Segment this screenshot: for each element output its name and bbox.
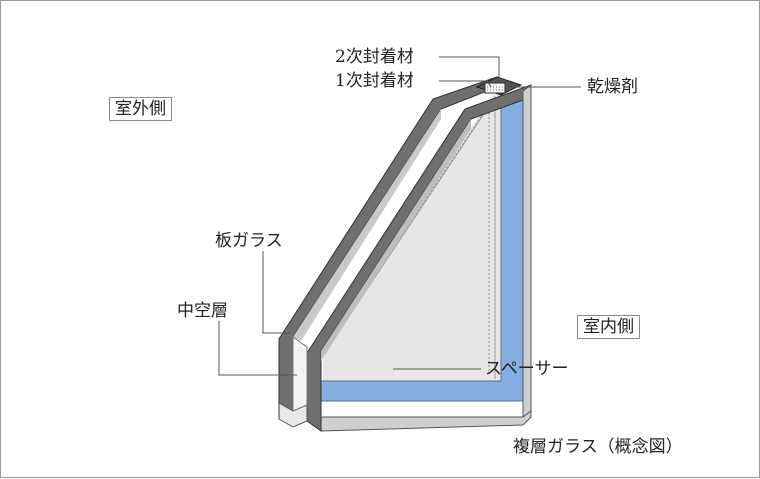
desiccant-label: 乾燥剤 [587,77,638,97]
outdoor-side-label: 室外側 [109,97,172,121]
air-gap-edge [292,336,308,412]
spacer-label: スペーサー [485,359,569,379]
back-glass-face-strip [321,119,471,361]
desiccant-block [484,82,506,94]
leader-primary-sealant [439,80,492,88]
secondary-sealant-label: 2次封着材 [335,47,414,67]
air-layer-face [323,95,523,399]
primary-sealant-label: 1次封着材 [335,71,414,91]
leader-glass-sheet [262,251,291,334]
indoor-side-label: 室内側 [577,315,640,339]
diagram-title: 複層ガラス（概念図） [513,437,683,457]
back-glass-bottom [320,410,532,432]
leader-secondary-sealant [439,56,500,79]
leader-air-layer [218,321,297,376]
air-layer-label: 中空層 [177,301,228,321]
front-glass-face [293,109,441,341]
glass-sheet-label: 板ガラス [215,231,283,251]
